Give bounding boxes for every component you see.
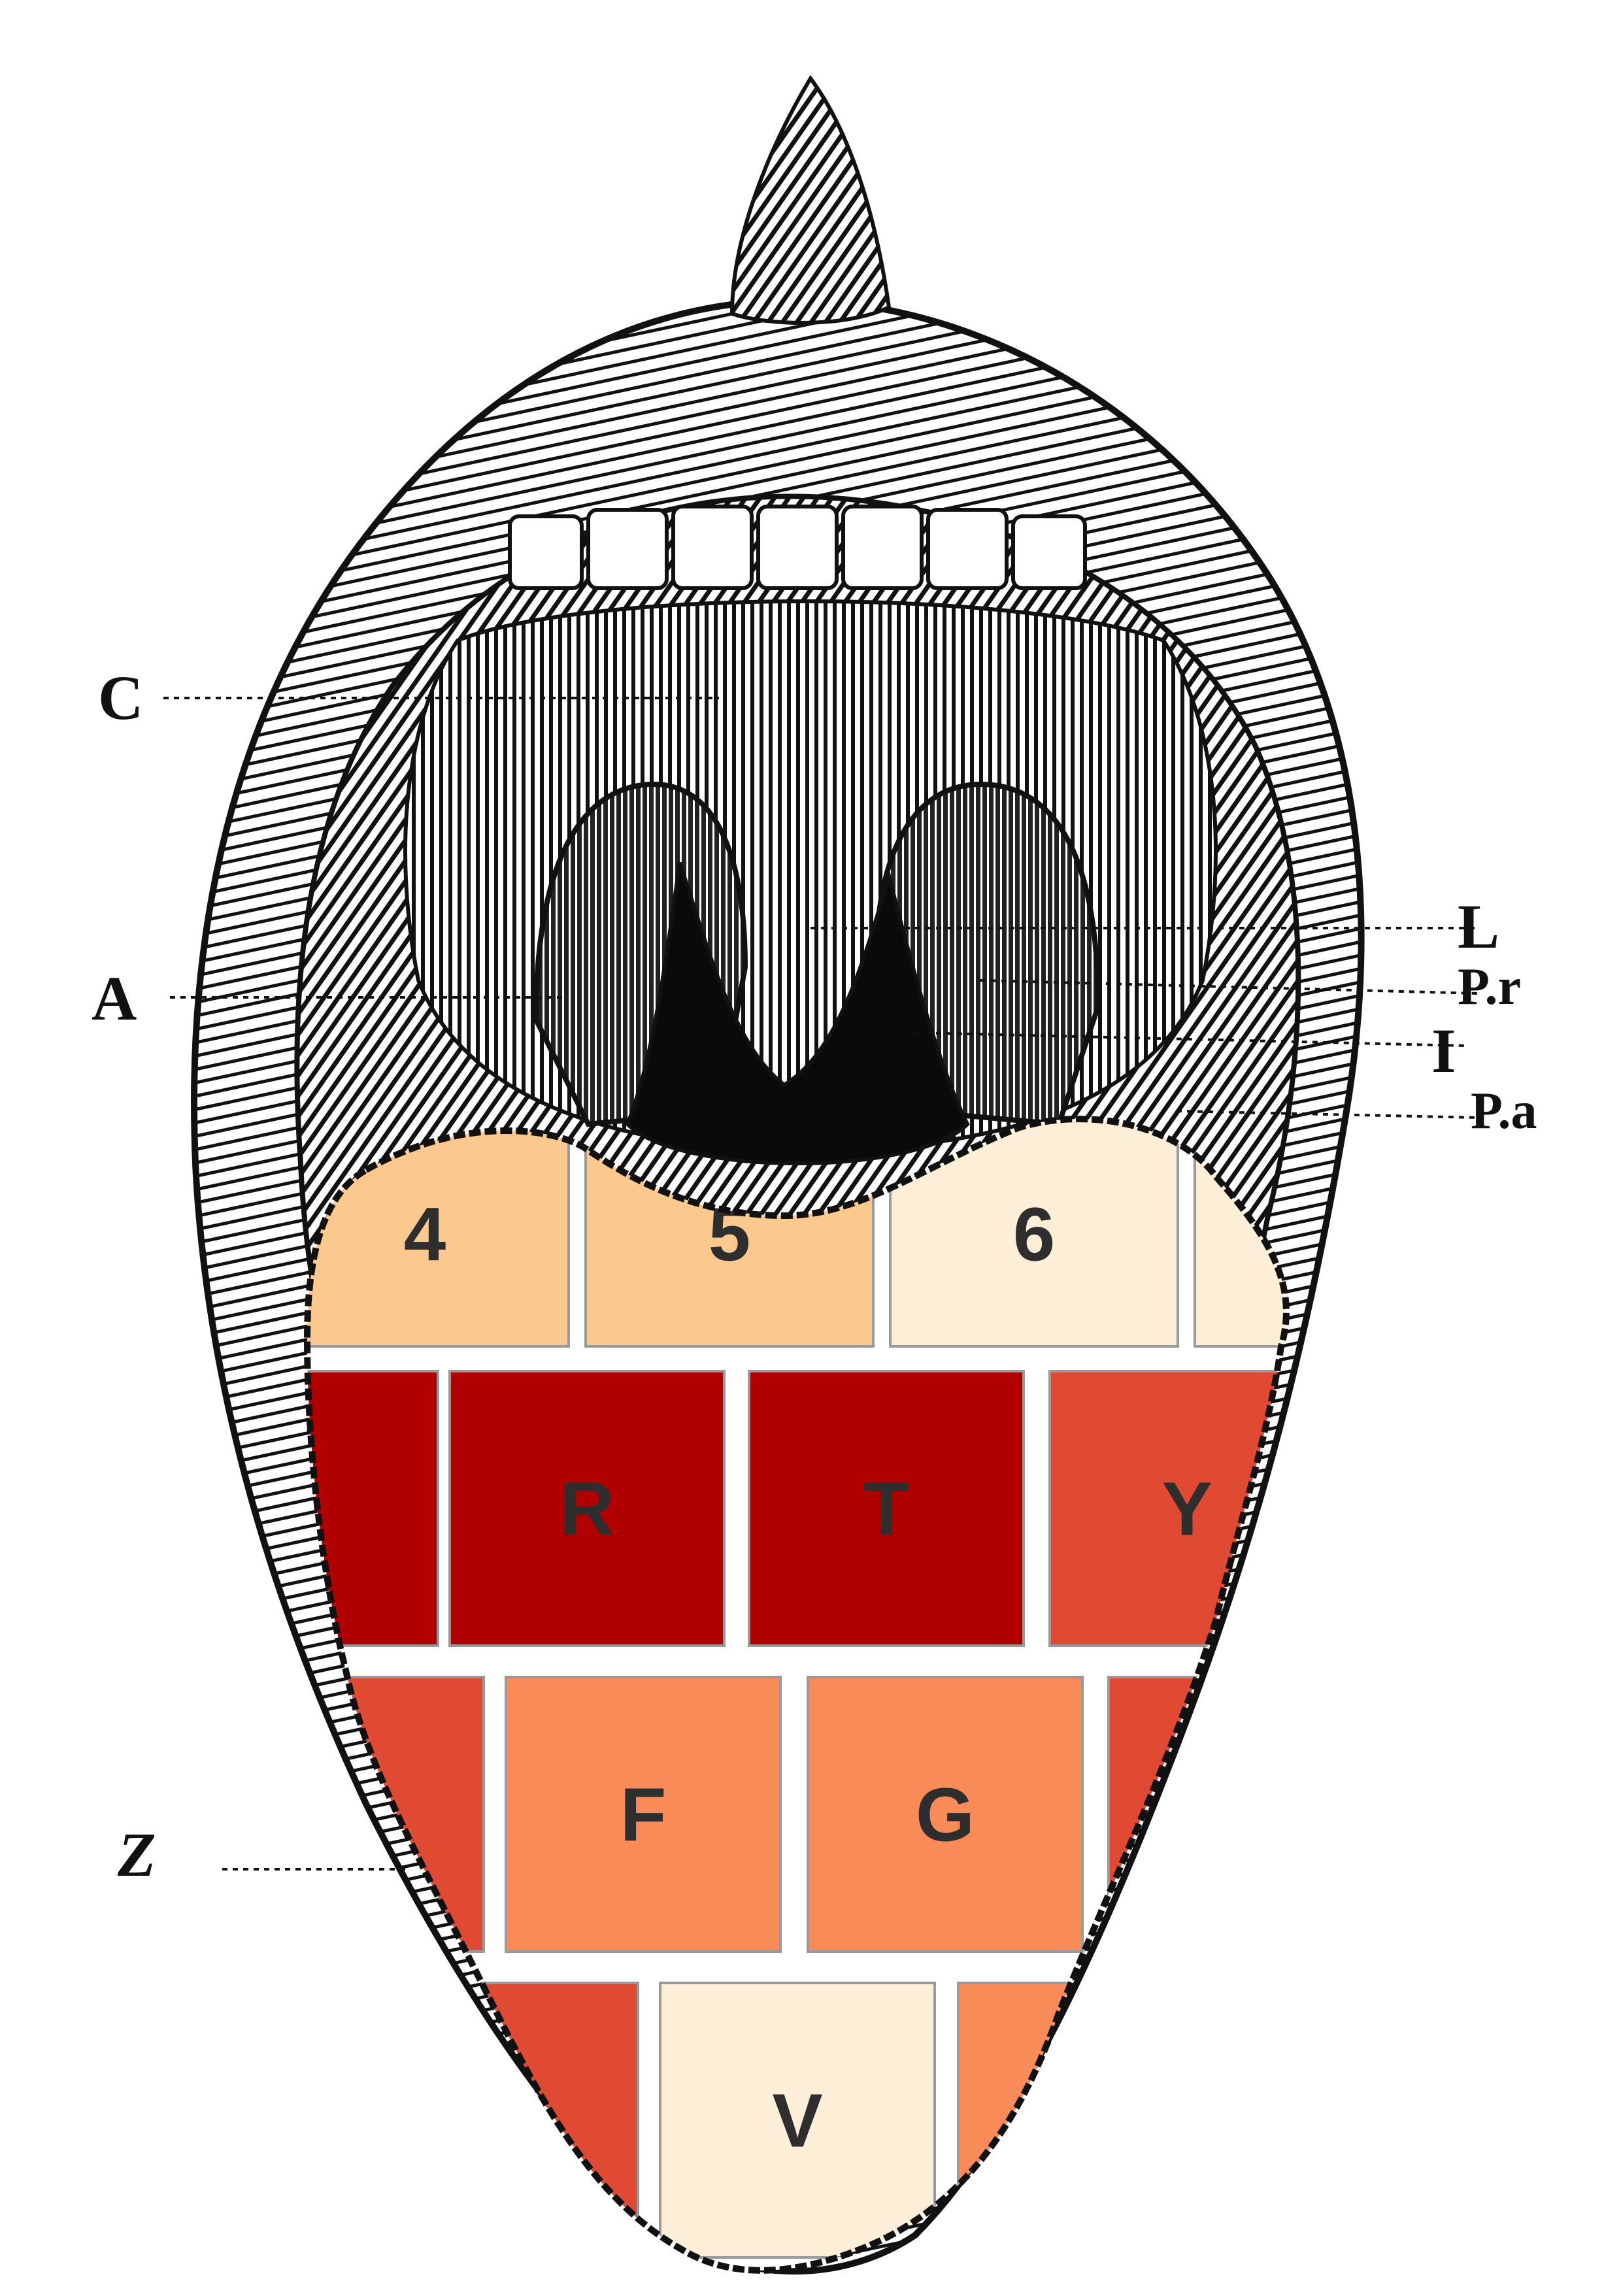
key-f-label: F bbox=[620, 1772, 667, 1857]
key-4 bbox=[307, 1119, 570, 1348]
key-v-label: V bbox=[772, 2078, 822, 2163]
key-t bbox=[748, 1370, 1025, 1647]
key-g-label: G bbox=[916, 1772, 975, 1857]
leader-lines bbox=[163, 697, 1478, 1871]
key-g bbox=[807, 1676, 1084, 1953]
callout-a: A bbox=[92, 963, 137, 1033]
callout-z: Z bbox=[118, 1820, 156, 1889]
key-6-label: 6 bbox=[1013, 1192, 1056, 1277]
nose-tip bbox=[729, 75, 892, 325]
key-t-label: T bbox=[863, 1467, 910, 1552]
key-v bbox=[659, 1982, 936, 2259]
key-4-label: 4 bbox=[404, 1192, 446, 1277]
callout-pr: P.r bbox=[1458, 958, 1522, 1016]
callout-i: I bbox=[1431, 1016, 1456, 1086]
key-r-label: R bbox=[560, 1467, 614, 1552]
key-y-label: Y bbox=[1161, 1467, 1212, 1552]
tongue-outline bbox=[303, 1116, 1290, 2274]
callout-pa: P.a bbox=[1471, 1082, 1537, 1140]
key-r bbox=[448, 1370, 726, 1647]
uvula bbox=[625, 862, 970, 1165]
callout-c: C bbox=[98, 663, 144, 733]
callout-l: L bbox=[1458, 891, 1500, 961]
key-b-partial bbox=[957, 1982, 1234, 2259]
upper-teeth bbox=[508, 505, 1087, 590]
key-f bbox=[505, 1676, 782, 1953]
